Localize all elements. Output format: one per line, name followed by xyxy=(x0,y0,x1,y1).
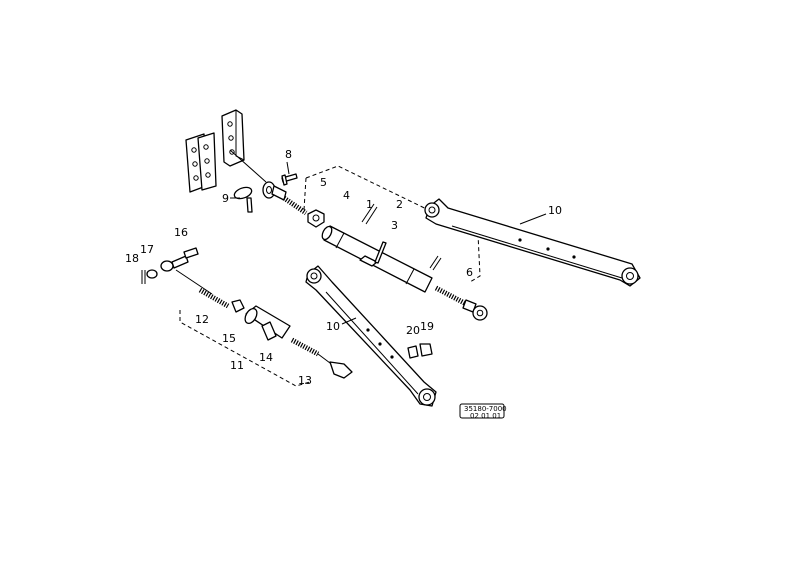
pin-part-18 xyxy=(141,270,146,284)
callout-5: 5 xyxy=(320,176,327,189)
group-outline-lift-rod xyxy=(179,310,311,387)
callout-2: 2 xyxy=(396,198,403,211)
leader-line xyxy=(519,213,547,225)
top-link-tube xyxy=(321,225,433,293)
callout-18: 18 xyxy=(125,252,139,265)
callout-4: 4 xyxy=(343,189,350,202)
leader-line xyxy=(286,161,290,175)
stamp-line-2: 02 01 01 xyxy=(470,412,501,420)
lift-rod-part-13 xyxy=(290,337,353,379)
callout-8: 8 xyxy=(285,148,292,161)
callout-16: 16 xyxy=(174,226,188,239)
callout-6: 6 xyxy=(466,266,473,279)
pin-part-9 xyxy=(233,186,253,213)
top-link-right-end xyxy=(434,285,488,321)
callout-19: 19 xyxy=(420,320,434,333)
top-link-left-end xyxy=(262,181,308,216)
mounting-plate xyxy=(221,109,245,167)
group-outline-top-link-side xyxy=(303,177,307,211)
lift-rod-part-12 xyxy=(175,269,230,309)
callout-20: 20 xyxy=(406,324,420,337)
nut-part-20 xyxy=(407,345,419,359)
callout-1: 1 xyxy=(366,198,373,211)
callout-10-upper: 10 xyxy=(548,204,562,217)
reference-stamp xyxy=(459,403,505,419)
callout-12: 12 xyxy=(195,313,209,326)
callout-11: 11 xyxy=(230,359,244,372)
callout-10-lower: 10 xyxy=(326,320,340,333)
nut-part-19 xyxy=(419,343,433,357)
callout-14: 14 xyxy=(259,351,273,364)
nut-part-15 xyxy=(231,299,245,313)
stamp-line-1: 35180-7000 xyxy=(464,405,507,413)
lower-link-upper xyxy=(424,198,641,287)
mounting-bracket xyxy=(185,132,217,193)
lynch-pin-part-1 xyxy=(361,203,442,271)
callout-17: 17 xyxy=(140,243,154,256)
callout-15: 15 xyxy=(222,332,236,345)
pin-part-17 xyxy=(146,269,158,279)
callout-13: 13 xyxy=(298,374,312,387)
callout-3: 3 xyxy=(391,219,398,232)
lift-rod-upper-end xyxy=(160,247,199,272)
leader-line xyxy=(229,149,267,183)
bolt-part-8 xyxy=(281,173,298,186)
leader-line xyxy=(341,317,357,325)
turnbuckle-part-14 xyxy=(244,305,291,341)
lower-link-lower xyxy=(305,265,437,407)
nut-part-4 xyxy=(307,209,325,228)
callout-9: 9 xyxy=(222,192,229,205)
